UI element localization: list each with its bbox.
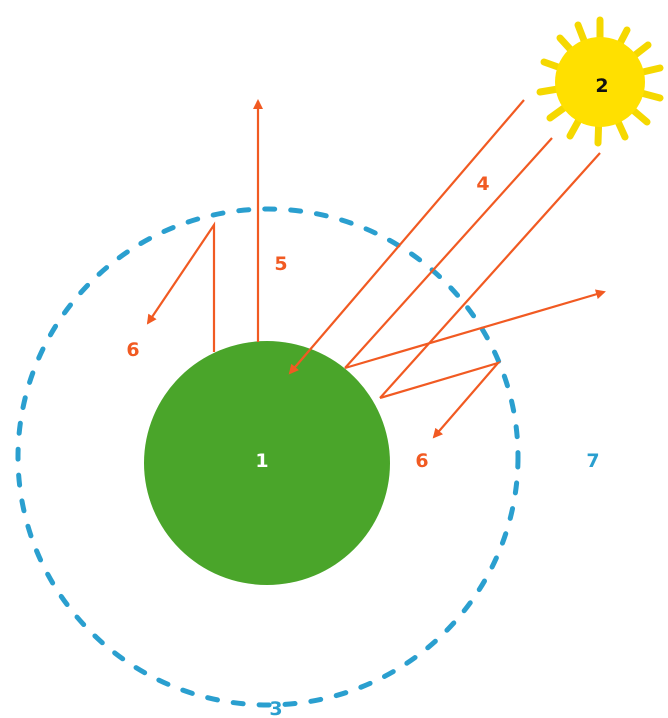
back-radiation-arrow-left — [148, 225, 214, 352]
incoming-ray-2 — [345, 138, 552, 368]
label-incoming-radiation: 4 — [476, 173, 489, 195]
label-atmosphere: 3 — [269, 698, 282, 718]
incoming-ray-3 — [380, 153, 600, 398]
back-radiation-arrow-right — [380, 363, 498, 437]
label-back-radiation-right: 6 — [415, 450, 428, 472]
label-back-radiation-left: 6 — [126, 339, 139, 361]
incoming-radiation-arrows — [290, 100, 600, 398]
label-outgoing-radiation: 5 — [274, 253, 287, 275]
incoming-ray-1 — [290, 100, 524, 373]
label-space: 7 — [586, 450, 599, 472]
reflected-to-space-arrow — [345, 292, 604, 368]
label-sun: 2 — [595, 75, 608, 97]
label-earth: 1 — [255, 450, 268, 472]
